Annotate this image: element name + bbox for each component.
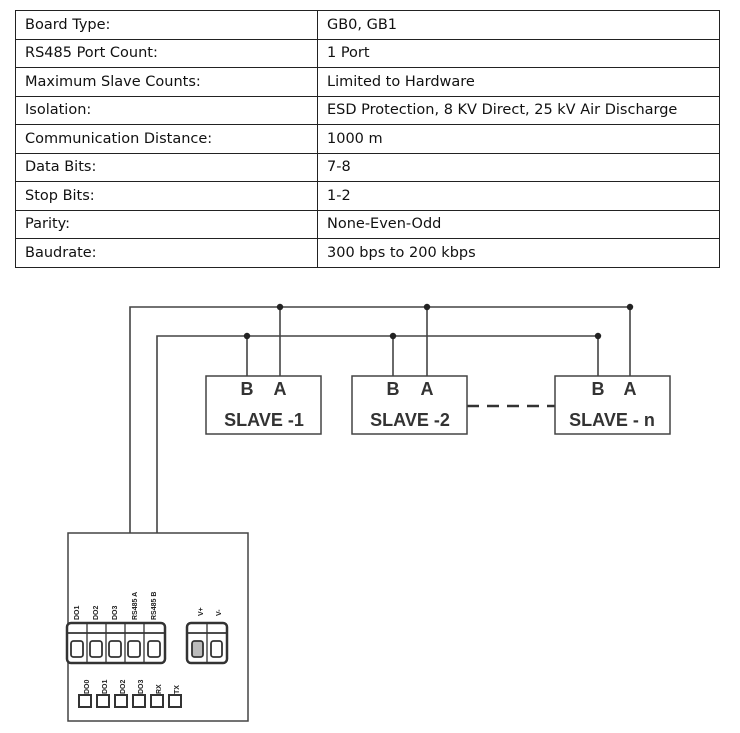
terminal-label: DO3	[112, 606, 119, 621]
junction-dot	[626, 303, 634, 311]
pin-label: DO3	[138, 680, 145, 695]
slave-b-label: B	[387, 379, 400, 399]
slave-2-box: B A SLAVE -2	[351, 375, 468, 435]
junction-dot	[594, 332, 602, 340]
table-row: Data Bits: 7-8	[15, 152, 720, 182]
spec-value: 1-2	[317, 181, 720, 211]
pin-label: DO2	[120, 680, 127, 695]
spec-table: Board Type: GB0, GB1 RS485 Port Count: 1…	[15, 10, 720, 268]
slave-b-label: B	[241, 379, 254, 399]
terminal-label: RS485 A	[132, 592, 139, 620]
bus-line-b	[156, 335, 599, 619]
power-label: V-	[216, 609, 223, 616]
bus-wires	[129, 303, 634, 619]
spec-label: Maximum Slave Counts:	[15, 67, 318, 97]
slave-name: SLAVE -1	[224, 410, 304, 430]
table-row: Baudrate: 300 bps to 200 kbps	[15, 238, 720, 268]
top-terminal-labels: DO1 DO2 DO3 RS485 A RS485 B	[74, 592, 158, 620]
slave-name: SLAVE - n	[569, 410, 655, 430]
spec-value: 1000 m	[317, 124, 720, 154]
spec-label: Board Type:	[15, 10, 318, 40]
bottom-pins	[78, 694, 182, 708]
terminal-label: DO2	[93, 606, 100, 621]
slave-1-box: B A SLAVE -1	[205, 375, 322, 435]
table-row: Maximum Slave Counts: Limited to Hardwar…	[15, 67, 720, 97]
spec-value: 1 Port	[317, 38, 720, 68]
spec-value: GB0, GB1	[317, 10, 720, 40]
junction-dot	[276, 303, 284, 311]
spec-value: 300 bps to 200 kbps	[317, 238, 720, 268]
master-board: DO1 DO2 DO3 RS485 A RS485 B V+ V-	[65, 532, 249, 722]
power-label: V+	[198, 607, 205, 616]
junction-dot	[423, 303, 431, 311]
terminal-block-5	[65, 621, 167, 665]
spec-value: 7-8	[317, 152, 720, 182]
pin-label: TX	[174, 685, 181, 694]
slave-b-label: B	[592, 379, 605, 399]
power-terminal-block	[185, 621, 229, 665]
power-labels: V+ V-	[198, 607, 223, 616]
spec-label: Communication Distance:	[15, 124, 318, 154]
slave-name: SLAVE -2	[370, 410, 450, 430]
slave-a-label: A	[421, 379, 434, 399]
slave-a-label: A	[274, 379, 287, 399]
terminal-label: RS485 B	[151, 592, 158, 620]
spec-label: Data Bits:	[15, 152, 318, 182]
slave-n-box: B A SLAVE - n	[554, 375, 671, 435]
terminal-label: DO1	[74, 606, 81, 621]
table-row: Stop Bits: 1-2	[15, 181, 720, 211]
table-row: RS485 Port Count: 1 Port	[15, 38, 720, 68]
pin-label: RX	[156, 684, 163, 694]
pin-label: DO0	[84, 680, 91, 695]
spec-label: Isolation:	[15, 95, 318, 125]
bus-line-a	[129, 306, 631, 619]
junction-dot	[243, 332, 251, 340]
spec-label: Baudrate:	[15, 238, 318, 268]
table-row: Isolation: ESD Protection, 8 KV Direct, …	[15, 95, 720, 125]
spec-value: None-Even-Odd	[317, 209, 720, 239]
table-row: Parity: None-Even-Odd	[15, 209, 720, 239]
slave-a-label: A	[624, 379, 637, 399]
table-row: Board Type: GB0, GB1	[15, 10, 720, 40]
table-row: Communication Distance: 1000 m	[15, 124, 720, 154]
bottom-pin-labels: DO0 DO1 DO2 DO3 RX TX	[84, 680, 181, 695]
pin-label: DO1	[102, 680, 109, 695]
spec-value: Limited to Hardware	[317, 67, 720, 97]
junction-dot	[389, 332, 397, 340]
spec-label: Parity:	[15, 209, 318, 239]
spec-label: Stop Bits:	[15, 181, 318, 211]
spec-value: ESD Protection, 8 KV Direct, 25 kV Air D…	[317, 95, 720, 125]
